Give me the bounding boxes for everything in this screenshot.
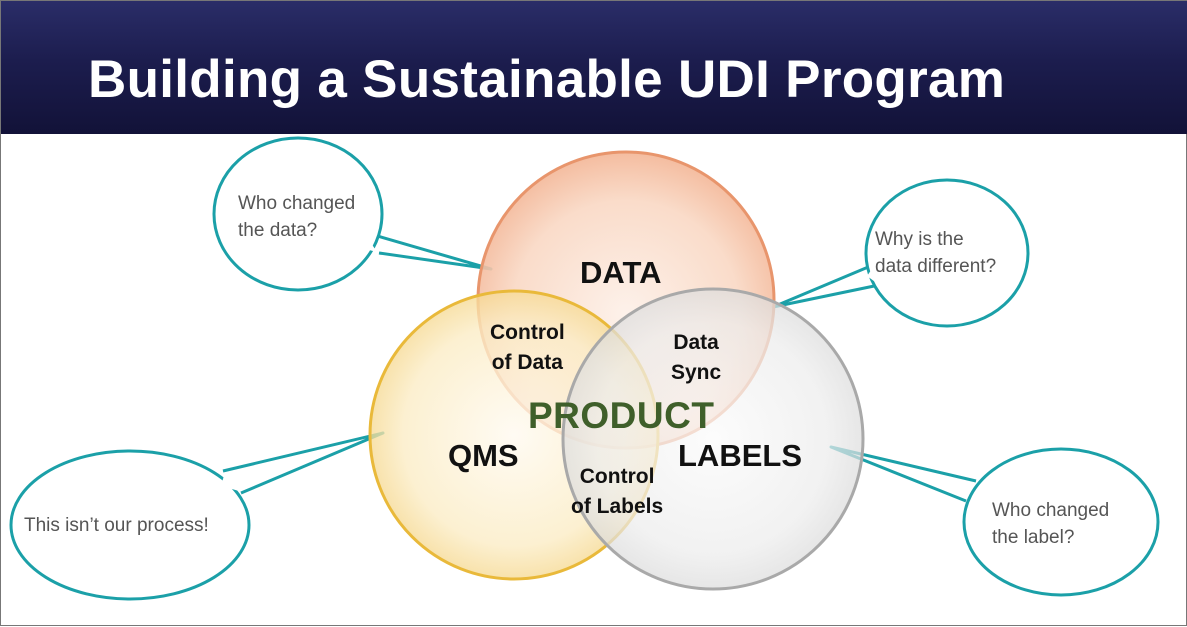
bubble-text-top-left: Who changed the data? [238, 193, 356, 241]
speech-bubble-top-right [864, 178, 1030, 328]
labels-circle-label: LABELS [678, 438, 802, 473]
labels-circle [561, 287, 865, 591]
qms-circle-label: QMS [448, 438, 519, 473]
bubble-tail-bottom-left [222, 431, 385, 495]
speech-bubble-bottom-left [9, 449, 251, 601]
control-of-labels-label: Control of Labels [571, 465, 664, 518]
bubble-text-bottom-right: Who changed the label? [992, 500, 1110, 548]
speech-bubble-top-left [212, 136, 384, 292]
product-label: PRODUCT [528, 395, 715, 436]
speech-bubble-bottom-right [962, 447, 1160, 597]
bubble-text-top-right: Why is the data different? [875, 229, 997, 277]
title-bar: Building a Sustainable UDI Program [1, 1, 1187, 134]
bubble-tail-top-left [366, 231, 493, 271]
bubble-tail-top-right [771, 263, 880, 309]
data-circle-label: DATA [580, 255, 662, 290]
slide-title: Building a Sustainable UDI Program [88, 50, 1006, 109]
bubble-text-bottom-left: This isn’t our process! [24, 515, 209, 536]
data-sync-label: Data Sync [671, 331, 722, 384]
control-of-data-label: Control of Data [490, 321, 565, 374]
